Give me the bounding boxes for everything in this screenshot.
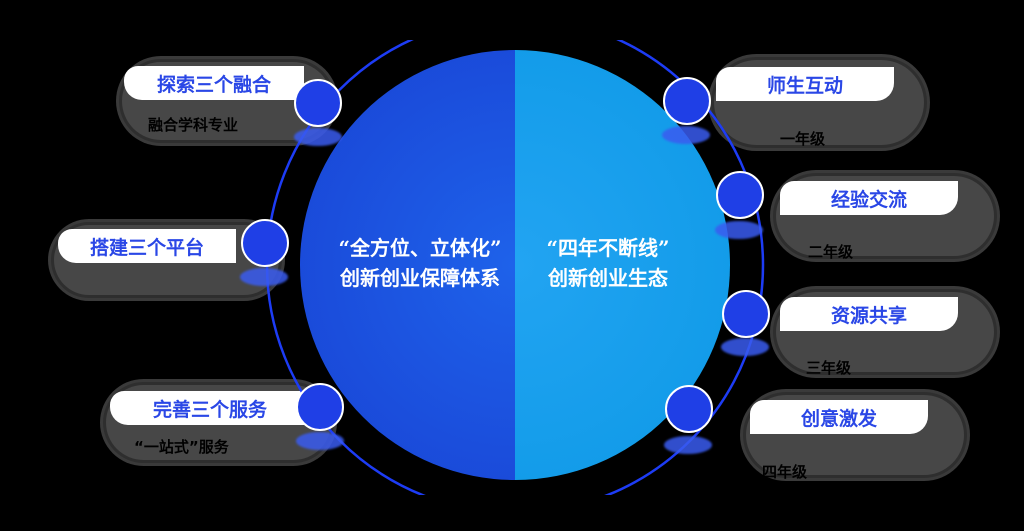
ring-gap-bottom	[350, 495, 680, 531]
right-center-text: “四年不断线” 创新创业生态	[518, 233, 698, 293]
left-center-text: “全方位、立体化” 创新创业保障体系	[320, 233, 520, 293]
right-label-4: 创意激发	[750, 400, 928, 434]
node-shadow	[294, 128, 342, 146]
right-center-line2: 创新创业生态	[548, 266, 668, 290]
left-center-line2: 创新创业保障体系	[340, 266, 500, 290]
node-right-1	[663, 77, 711, 125]
left-sub-1: 融合学科专业	[148, 116, 239, 134]
right-sub-2: 二年级	[808, 243, 854, 261]
right-sub-4: 四年级	[762, 463, 808, 481]
left-center-line1: “全方位、立体化”	[338, 236, 502, 260]
node-shadow	[296, 432, 344, 450]
right-label-1: 师生互动	[716, 67, 894, 101]
node-shadow	[721, 338, 769, 356]
left-sub-3: “一站式”服务	[134, 438, 229, 456]
right-center-line1: “四年不断线”	[546, 236, 670, 260]
left-label-1: 探索三个融合	[124, 66, 304, 100]
node-right-2	[716, 171, 764, 219]
node-shadow	[664, 436, 712, 454]
node-left-3	[296, 383, 344, 431]
left-label-2: 搭建三个平台	[58, 229, 236, 263]
node-shadow	[240, 268, 288, 286]
node-shadow	[715, 221, 763, 239]
node-left-1	[294, 79, 342, 127]
node-left-2	[241, 219, 289, 267]
node-right-3	[722, 290, 770, 338]
node-right-4	[665, 385, 713, 433]
right-label-2: 经验交流	[780, 181, 958, 215]
right-sub-1: 一年级	[780, 130, 826, 148]
right-sub-3: 三年级	[806, 359, 852, 377]
left-label-3: 完善三个服务	[110, 391, 310, 425]
node-shadow	[662, 126, 710, 144]
ring-gap-top	[350, 0, 680, 40]
right-label-3: 资源共享	[780, 297, 958, 331]
